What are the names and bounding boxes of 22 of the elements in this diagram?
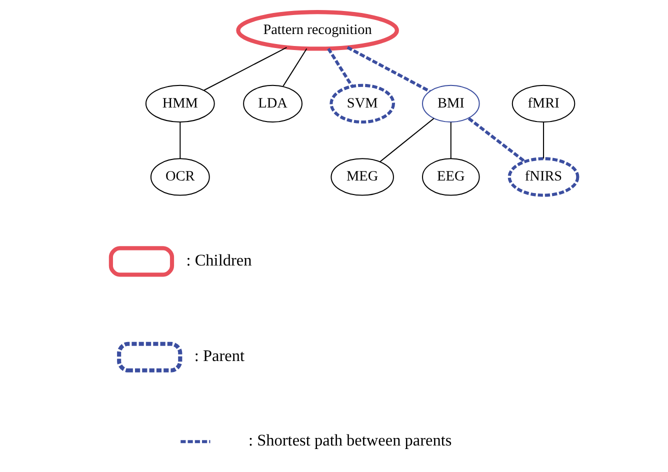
node-ellipse: BMI [422, 84, 480, 122]
legend-label: : Children [186, 250, 252, 270]
connector [380, 118, 434, 162]
node-ellipse: EEG [422, 158, 480, 196]
connector [468, 117, 526, 163]
node-ellipse: fNIRS [508, 157, 580, 197]
node-ellipse: SVM [330, 84, 396, 124]
connector [282, 48, 308, 86]
connector [204, 46, 287, 91]
node-ellipse: MEG [330, 158, 394, 196]
node-ellipse: LDA [243, 84, 302, 122]
node-ellipse: fMRI [512, 84, 576, 122]
connector [450, 122, 452, 159]
connector [327, 48, 354, 87]
connector [543, 122, 544, 159]
connector [346, 46, 430, 93]
node-ellipse: Pattern recognition [236, 10, 399, 51]
node-ellipse: HMM [145, 84, 215, 122]
connector [180, 122, 181, 159]
legend-label: : Parent [194, 346, 245, 365]
legend-label: : Shortest path between parents [248, 430, 452, 450]
node-ellipse: OCR [150, 158, 210, 196]
